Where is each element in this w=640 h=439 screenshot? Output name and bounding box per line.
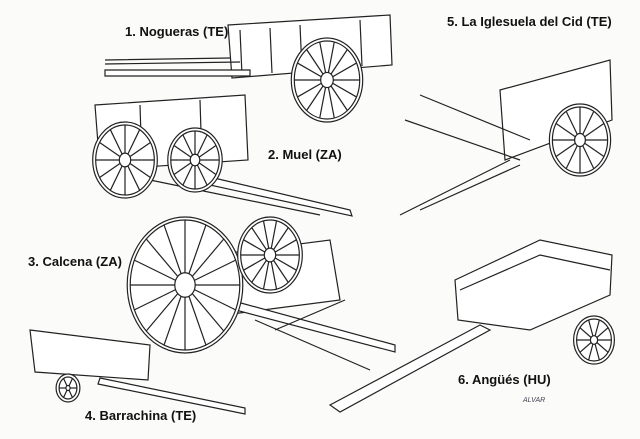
cart-iglesuela-drawing bbox=[399, 59, 613, 216]
cart-nogueras-drawing bbox=[104, 14, 393, 123]
label-barrachina: 4. Barrachina (TE) bbox=[85, 408, 197, 423]
cart-barrachina-drawing bbox=[29, 329, 246, 415]
wheel-drawing bbox=[126, 216, 244, 354]
wheel-drawing bbox=[167, 127, 223, 193]
wheel-drawing bbox=[572, 315, 615, 365]
wheel-drawing bbox=[92, 121, 158, 199]
cart-calcena-drawing bbox=[126, 216, 396, 371]
wheel-drawing bbox=[290, 37, 364, 123]
wheel-drawing bbox=[237, 216, 303, 294]
label-muel: 2. Muel (ZA) bbox=[268, 147, 342, 162]
wheel-drawing bbox=[55, 373, 81, 403]
label-nogueras: 1. Nogueras (TE) bbox=[125, 24, 229, 39]
label-calcena: 3. Calcena (ZA) bbox=[28, 254, 122, 269]
label-angues: 6. Angüés (HU) bbox=[458, 372, 551, 387]
artist-signature: ALVAR bbox=[523, 397, 546, 404]
label-iglesuela: 5. La Iglesuela del Cid (TE) bbox=[447, 14, 612, 29]
cart-muel-drawing bbox=[92, 94, 353, 217]
wheel-drawing bbox=[548, 103, 612, 177]
cart-angues-drawing bbox=[328, 239, 615, 413]
